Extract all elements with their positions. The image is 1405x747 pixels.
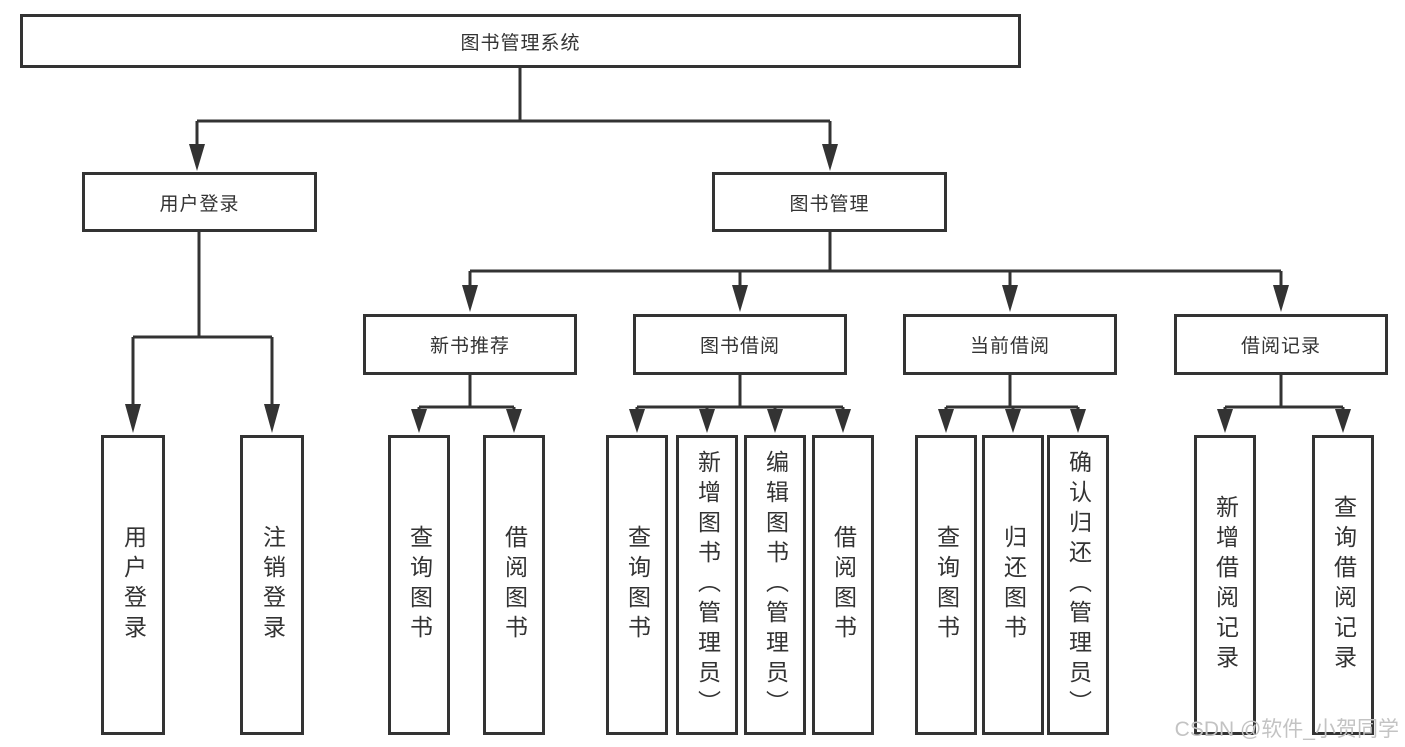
csdn-watermark: CSDN @软件_小贺同学: [1174, 718, 1399, 741]
node-root-label: 图书管理系统: [460, 32, 581, 54]
leaf-add-books-admin-label: 新增图书（管理员）: [694, 450, 721, 720]
leaf-query-books-recommend: 查询图书: [388, 435, 450, 735]
connector-root-to-level2: [195, 68, 832, 146]
node-borrowing-records-label: 借阅记录: [1240, 336, 1321, 357]
node-current-borrowing-label: 当前借阅: [969, 336, 1050, 357]
leaf-borrow-books-borrowing: 借阅图书: [812, 435, 874, 735]
node-book-management-label: 图书管理: [789, 193, 870, 215]
leaf-add-borrow-record-label: 新增借阅记录: [1212, 495, 1239, 675]
leaf-borrow-books-recommend: 借阅图书: [483, 435, 545, 735]
connector-book-management-to-level3: [468, 232, 1283, 287]
node-book-borrowing-label: 图书借阅: [699, 336, 780, 357]
node-book-management: 图书管理: [712, 172, 947, 232]
connector-book-borrowing-to-leaves: [635, 375, 845, 411]
leaf-confirm-return-admin-label: 确认归还（管理员）: [1065, 450, 1092, 720]
node-user-login-group: 用户登录: [82, 172, 317, 232]
leaf-add-borrow-record: 新增借阅记录: [1194, 435, 1256, 735]
connector-borrowing-records-to-leaves: [1223, 375, 1345, 411]
leaf-borrow-books-recommend-label: 借阅图书: [501, 525, 528, 645]
leaf-edit-books-admin: 编辑图书（管理员）: [744, 435, 806, 735]
node-new-book-recommend-label: 新书推荐: [429, 336, 510, 357]
leaf-user-login: 用户登录: [101, 435, 165, 735]
leaf-query-books-current: 查询图书: [915, 435, 977, 735]
node-new-book-recommend: 新书推荐: [363, 314, 577, 375]
connector-user-login-to-leaves: [131, 232, 274, 406]
leaf-query-books-recommend-label: 查询图书: [406, 525, 433, 645]
leaf-query-books-current-label: 查询图书: [933, 525, 960, 645]
arrowheads: [125, 144, 1351, 433]
leaf-edit-books-admin-label: 编辑图书（管理员）: [762, 450, 789, 720]
leaf-return-books: 归还图书: [982, 435, 1044, 735]
node-root: 图书管理系统: [20, 14, 1021, 68]
leaf-query-borrow-record-label: 查询借阅记录: [1330, 495, 1357, 675]
node-borrowing-records: 借阅记录: [1174, 314, 1388, 375]
leaf-return-books-label: 归还图书: [1000, 525, 1027, 645]
connector-new-book-recommend-to-leaves: [417, 375, 516, 411]
connector-current-borrowing-to-leaves: [944, 375, 1080, 411]
leaf-query-books-borrowing: 查询图书: [606, 435, 668, 735]
leaf-query-borrow-record: 查询借阅记录: [1312, 435, 1374, 735]
node-book-borrowing: 图书借阅: [633, 314, 847, 375]
leaf-user-login-label: 用户登录: [120, 525, 147, 645]
leaf-confirm-return-admin: 确认归还（管理员）: [1047, 435, 1109, 735]
leaf-add-books-admin: 新增图书（管理员）: [676, 435, 738, 735]
leaf-borrow-books-borrowing-label: 借阅图书: [830, 525, 857, 645]
node-current-borrowing: 当前借阅: [903, 314, 1117, 375]
leaf-logout: 注销登录: [240, 435, 304, 735]
node-user-login-group-label: 用户登录: [159, 193, 240, 215]
leaf-query-books-borrowing-label: 查询图书: [624, 525, 651, 645]
leaf-logout-label: 注销登录: [259, 525, 286, 645]
